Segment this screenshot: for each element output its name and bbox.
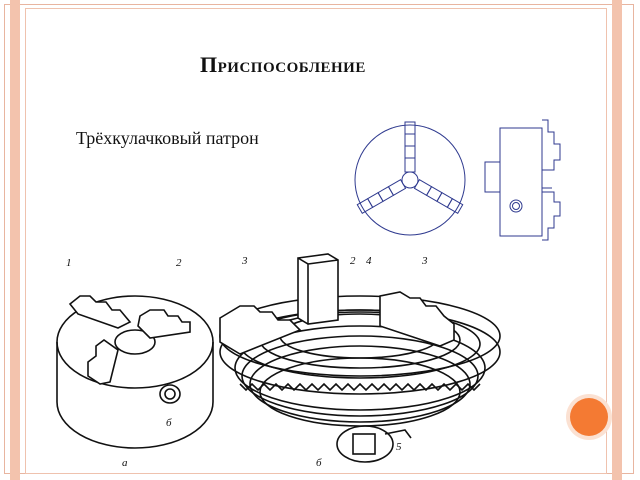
- part-label: 5: [396, 441, 402, 453]
- slide-frame-left-bar: [10, 0, 20, 480]
- jaw-left: [413, 178, 464, 215]
- part-label: 2: [350, 255, 356, 267]
- slide-frame-right-bar: [612, 0, 622, 480]
- slide-subtitle: Трёхкулачковый патрон: [76, 128, 259, 148]
- jaw-top: [404, 121, 416, 173]
- slide-title: Приспособление: [200, 52, 366, 77]
- slide-frame-inner: [25, 8, 607, 474]
- chuck-side-view: [484, 119, 561, 241]
- part-label: 3: [421, 255, 428, 267]
- jaw-right: [356, 178, 407, 215]
- decorative-orange-circle: [570, 398, 608, 436]
- chuck-front-circle: [354, 124, 466, 236]
- part-label: 2: [176, 257, 182, 269]
- chuck-isometric-drawing: 1 2 3 2 4 3 5 а б б: [56, 253, 501, 469]
- part-label: 4: [366, 255, 372, 267]
- chuck-schematic-diagram: [354, 119, 561, 241]
- view-label: а: [122, 457, 128, 469]
- part-label: 3: [241, 255, 248, 267]
- view-label: б: [166, 417, 172, 429]
- view-label: б: [316, 457, 322, 469]
- scroll-chuck-view-b: [219, 253, 501, 463]
- three-jaw-chuck-view-a: [56, 295, 214, 449]
- part-label: 1: [66, 257, 72, 269]
